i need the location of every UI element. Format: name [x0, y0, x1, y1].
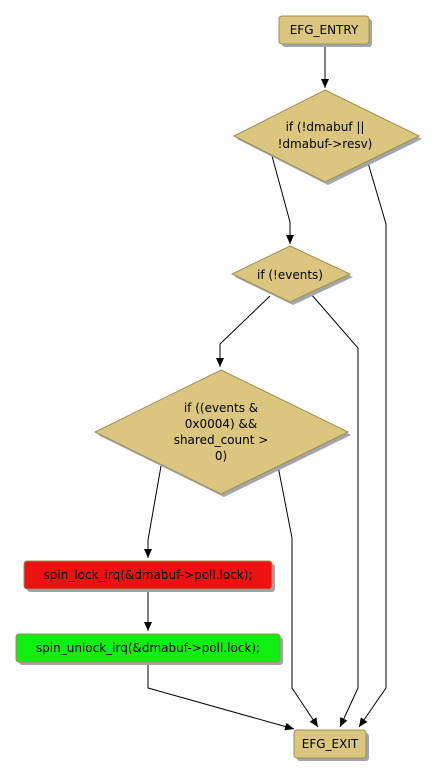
condition-1-line-1: if (!dmabuf || — [286, 120, 365, 134]
entry-node-box — [278, 15, 370, 45]
exit-node-label: EFG_EXIT — [302, 737, 359, 751]
edge-cond3-to-exit — [277, 465, 319, 728]
edge-cond1-to-cond2 — [271, 155, 294, 244]
condition-2-line-1: if (!events) — [257, 268, 323, 282]
edge-cond2-to-cond3 — [216, 295, 271, 367]
exit-node: EFG_EXIT — [293, 729, 369, 761]
condition-1-node: if (!dmabuf || !dmabuf->resv) — [232, 89, 422, 185]
condition-2-node: if (!events) — [230, 245, 353, 305]
condition-3-diamond — [93, 369, 350, 495]
exit-node-box — [293, 729, 367, 759]
condition-2-diamond — [230, 245, 352, 303]
lock-node-box — [23, 560, 273, 590]
unlock-node-box — [15, 633, 281, 663]
lock-node: spin_lock_irq(&dmabuf->poll.lock); — [23, 560, 275, 592]
lock-node-label: spin_lock_irq(&dmabuf->poll.lock); — [44, 568, 253, 582]
condition-3-line-4: 0) — [215, 449, 227, 463]
edges — [144, 46, 387, 731]
edge-cond1-to-exit — [358, 155, 387, 728]
edge-unlock-to-exit — [147, 663, 295, 731]
condition-1-diamond — [232, 89, 421, 183]
condition-1-line-2: !dmabuf->resv) — [278, 137, 373, 151]
condition-3-node: if ((events & 0x0004) && shared_count > … — [93, 369, 351, 497]
condition-3-line-3: shared_count > — [174, 433, 269, 447]
edge-cond3-to-lock — [144, 465, 162, 558]
entry-node-label: EFG_ENTRY — [290, 23, 359, 37]
condition-3-line-2: 0x0004) && — [185, 417, 258, 431]
entry-node: EFG_ENTRY — [278, 15, 372, 47]
edge-cond2-to-exit — [310, 293, 359, 728]
condition-3-line-1: if ((events & — [184, 401, 258, 415]
unlock-node: spin_unlock_irq(&dmabuf->poll.lock); — [15, 633, 283, 665]
unlock-node-label: spin_unlock_irq(&dmabuf->poll.lock); — [36, 641, 260, 655]
